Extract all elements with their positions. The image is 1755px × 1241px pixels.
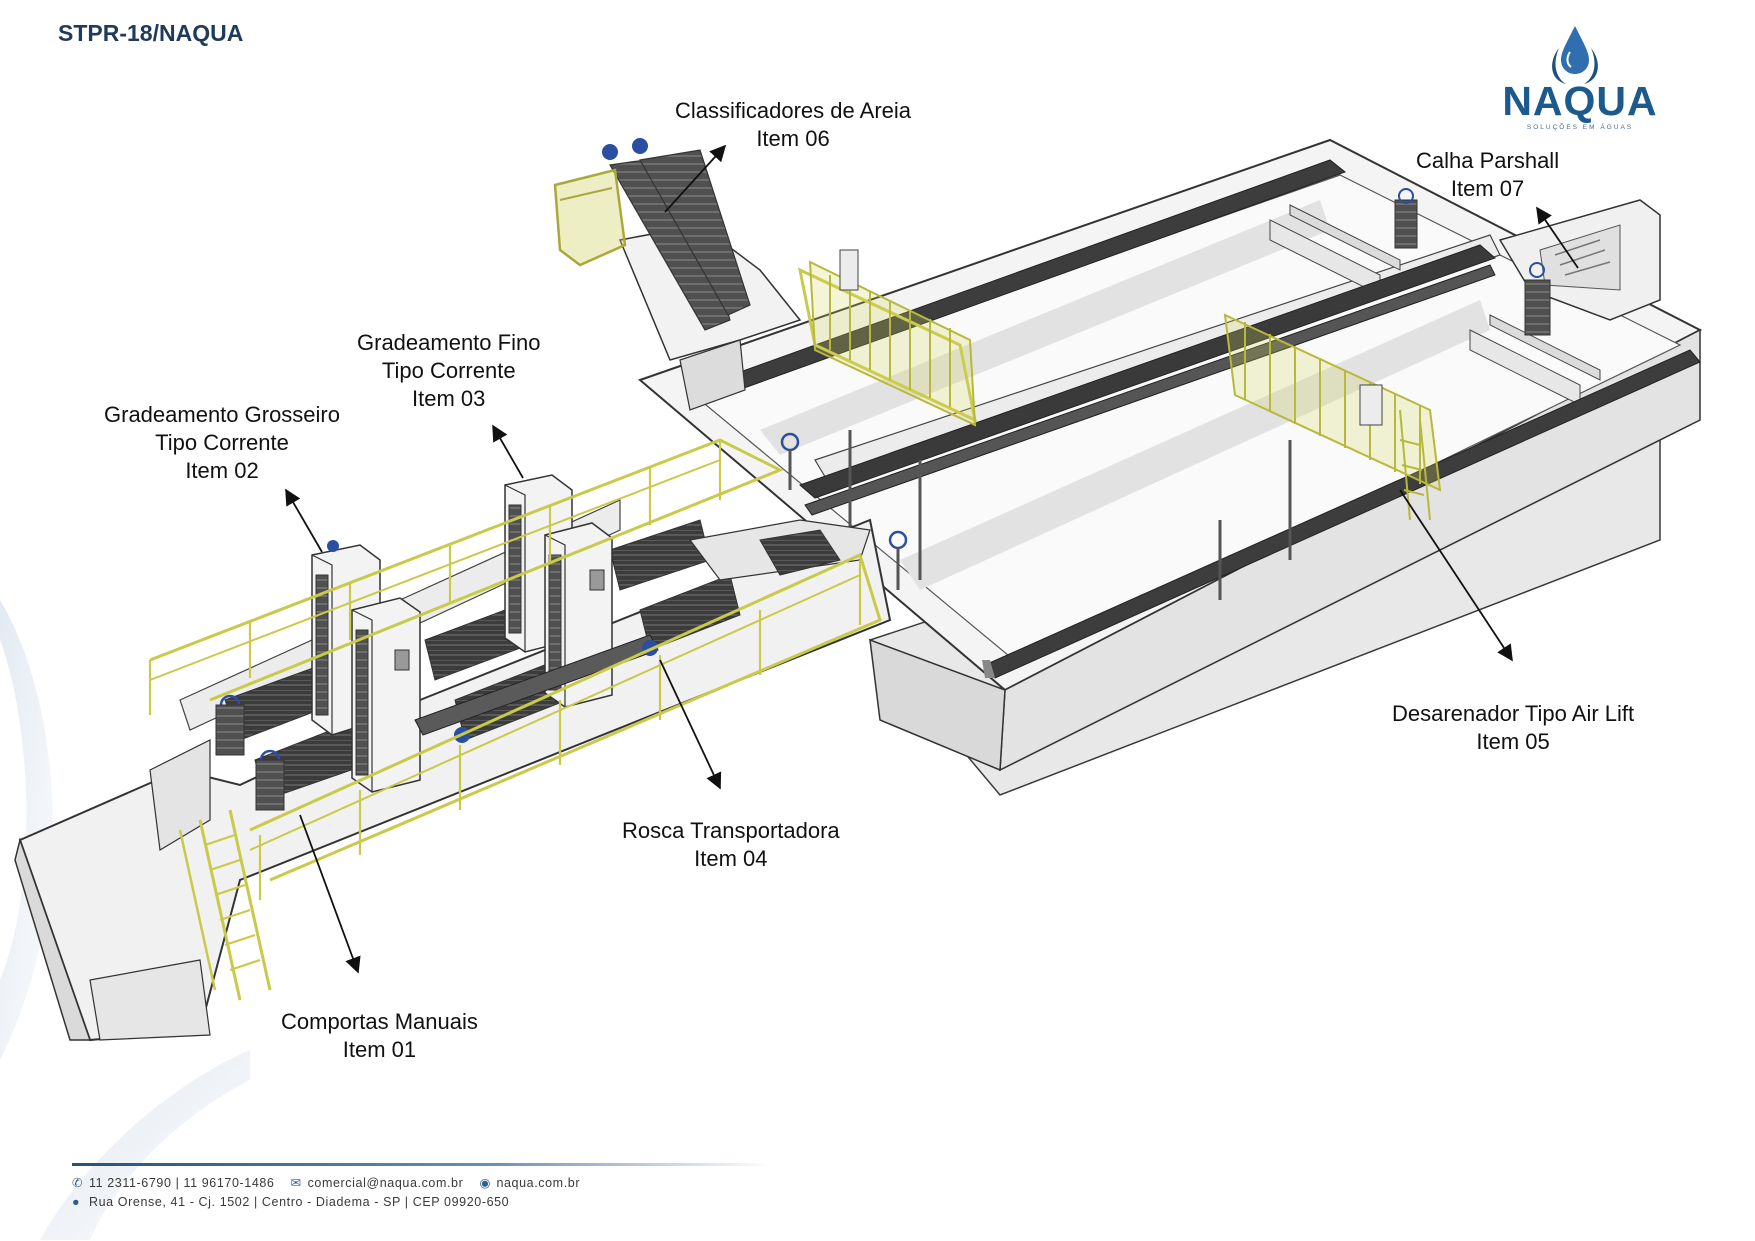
globe-icon: ◉ <box>479 1176 491 1190</box>
logo-tagline: SOLUÇÕES EM ÁGUAS <box>1526 124 1634 131</box>
logo-wordmark: NAQUA <box>1502 78 1658 124</box>
callout-name-line1: Gradeamento Fino <box>357 330 541 355</box>
footer-phones: 11 2311-6790 | 11 96170-1486 <box>89 1176 275 1190</box>
leader-arrows <box>285 144 1579 974</box>
footer-address: Rua Orense, 41 - Cj. 1502 | Centro - Dia… <box>89 1195 510 1209</box>
callout-item05: Desarenador Tipo Air Lift Item 05 <box>1392 700 1634 756</box>
document-code: STPR-18/NAQUA <box>58 20 244 46</box>
callout-item02: Gradeamento Grosseiro Tipo Corrente Item… <box>104 401 340 485</box>
callout-name-line1: Gradeamento Grosseiro <box>104 402 340 427</box>
callout-name: Calha Parshall <box>1416 148 1560 173</box>
air-lift-bridge-right <box>1218 313 1442 600</box>
manual-gates <box>215 432 908 811</box>
arrow-item04 <box>659 659 722 790</box>
sand-classifiers-structure <box>553 138 802 411</box>
arrow-item06 <box>664 144 727 213</box>
callout-name: Rosca Transportadora <box>622 818 840 843</box>
callout-name: Classificadores de Areia <box>675 98 912 123</box>
location-pin-icon: ● <box>72 1195 81 1209</box>
callout-item-number: Item 06 <box>756 126 830 151</box>
arrow-item02 <box>285 488 323 553</box>
callout-item07: Calha Parshall Item 07 <box>1416 147 1559 203</box>
inlet-walkway-railing <box>148 438 882 1001</box>
inlet-channel-structure <box>14 499 892 1042</box>
watermark-swoosh <box>0 600 250 1240</box>
footer-email[interactable]: comercial@naqua.com.br <box>307 1176 464 1190</box>
callout-item03: Gradeamento Fino Tipo Corrente Item 03 <box>357 329 540 413</box>
callout-item-number: Item 07 <box>1450 176 1525 201</box>
envelope-icon: ✉ <box>290 1176 302 1190</box>
arrow-item01 <box>299 814 361 974</box>
arrow-item03 <box>492 424 524 479</box>
footer-website[interactable]: naqua.com.br <box>496 1176 581 1190</box>
arrow-item07 <box>1536 206 1579 269</box>
callout-item-number: Item 03 <box>412 386 486 411</box>
callout-name: Comportas Manuais <box>281 1009 478 1034</box>
footer-address-line: ● Rua Orense, 41 - Cj. 1502 | Centro - Di… <box>72 1195 509 1209</box>
collection-channels <box>688 159 1701 679</box>
callout-item01: Comportas Manuais Item 01 <box>281 1008 478 1064</box>
footer-divider <box>72 1163 772 1166</box>
callout-item04: Rosca Transportadora Item 04 <box>622 817 840 873</box>
callout-item-number: Item 05 <box>1476 729 1550 754</box>
callout-item06: Classificadores de Areia Item 06 <box>675 97 911 153</box>
callout-name-line2: Tipo Corrente <box>381 358 516 383</box>
water-drop-icon <box>1552 26 1598 84</box>
air-lift-bridge-left <box>797 249 978 580</box>
footer-contact-line: ✆ 11 2311-6790 | 11 96170-1486 ✉ comercial… <box>72 1175 580 1190</box>
callout-item-number: Item 04 <box>694 846 768 871</box>
callout-name: Desarenador Tipo Air Lift <box>1392 701 1635 726</box>
naqua-logo: NAQUA SOLUÇÕES EM ÁGUAS <box>1500 20 1660 140</box>
callout-item-number: Item 01 <box>342 1037 417 1062</box>
callout-name-line2: Tipo Corrente <box>155 430 289 455</box>
arrow-item05 <box>1399 489 1513 662</box>
bar-screen-coarse-2 <box>351 597 421 793</box>
parshall-flume-structure <box>1394 188 1661 336</box>
callout-item-number: Item 02 <box>185 458 259 483</box>
phone-icon: ✆ <box>72 1176 84 1190</box>
